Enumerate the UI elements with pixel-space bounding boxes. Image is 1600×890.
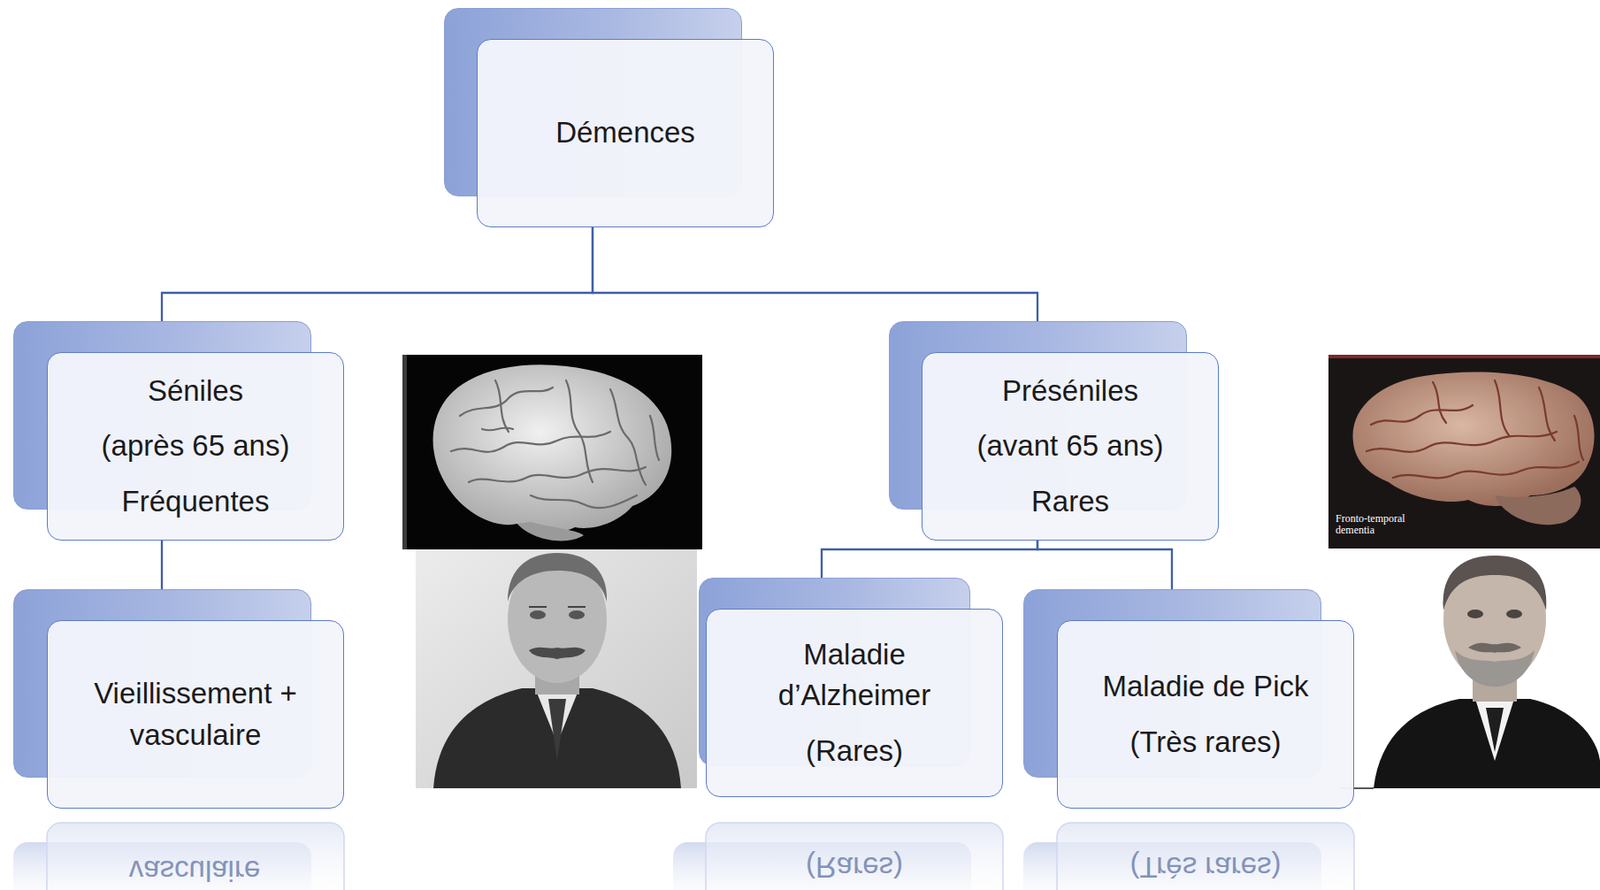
node-text: Séniles	[147, 370, 244, 412]
brain-photo	[402, 354, 703, 550]
node-text: Fréquentes	[122, 481, 270, 522]
reflection-text: vasculaire	[88, 854, 301, 887]
dementia-box: Démences	[444, 7, 774, 228]
reflection-text: (Rares)	[748, 850, 961, 883]
tree-connector	[160, 540, 163, 590]
tree-connector	[592, 227, 1038, 322]
box-reflections	[13, 822, 1355, 890]
box-face: Démences	[476, 38, 774, 228]
alzheimer-portrait	[415, 549, 697, 789]
dementia-box: Maladie d’Alzheimer (Rares)	[698, 577, 1003, 797]
brain-photo	[1328, 354, 1600, 549]
tree-connector	[1037, 540, 1172, 590]
pick-portrait	[1373, 549, 1600, 789]
node-text: Maladie de Pick	[1102, 666, 1310, 707]
node-text: (avant 65 ans)	[977, 425, 1164, 467]
node-text: Vieillissement + vasculaire	[62, 673, 329, 755]
node-text: Préséniles	[1002, 370, 1139, 412]
box-face: Maladie d’Alzheimer (Rares)	[705, 608, 1003, 797]
dementia-box: Préséniles (avant 65 ans) Rares	[888, 321, 1219, 541]
dementia-box: Maladie de Pick (Très rares)	[1023, 589, 1355, 809]
box-face: Préséniles (avant 65 ans) Rares	[921, 352, 1219, 541]
tree-connector	[161, 227, 593, 322]
tree-connector	[821, 540, 1038, 578]
dementia-box: Séniles (après 65 ans) Fréquentes	[13, 321, 345, 541]
photo-caption: Fronto-temporal dementia	[1335, 512, 1424, 536]
reflection-text: (Très rares)	[1099, 850, 1312, 883]
box-face: Maladie de Pick (Très rares)	[1056, 620, 1355, 809]
node-text: (Rares)	[805, 730, 904, 772]
box-face: Séniles (après 65 ans) Fréquentes	[46, 352, 345, 541]
node-text: (Très rares)	[1129, 721, 1281, 763]
dementia-box: Vieillissement + vasculaire	[13, 589, 345, 809]
node-text: Rares	[1031, 481, 1110, 522]
node-text: (après 65 ans)	[101, 425, 291, 467]
node-text: Démences	[555, 112, 696, 154]
node-text: Maladie d’Alzheimer	[743, 634, 965, 716]
box-face: Vieillissement + vasculaire	[46, 620, 345, 809]
